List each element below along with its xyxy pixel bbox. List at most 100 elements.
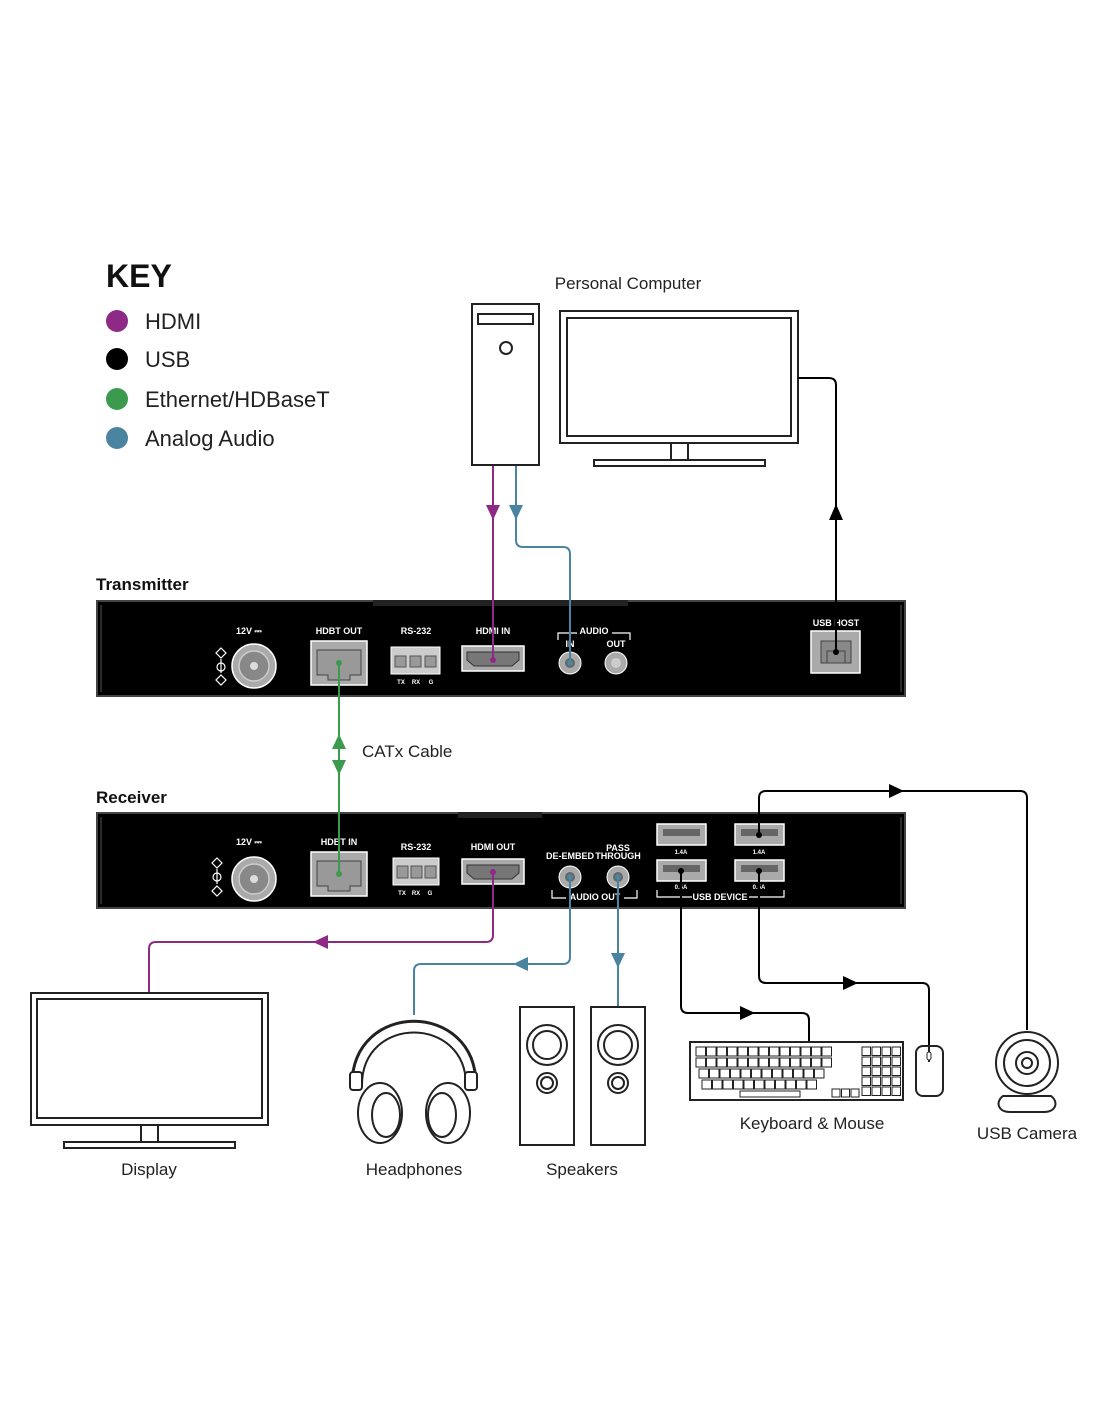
keyboard-numpad-key bbox=[871, 1076, 881, 1086]
keyboard-key bbox=[712, 1079, 723, 1090]
camera-icon bbox=[995, 1031, 1059, 1113]
keyboard-key bbox=[769, 1057, 780, 1068]
keyboard-numpad-key bbox=[861, 1056, 871, 1066]
keyboard-numpad-key bbox=[871, 1086, 881, 1096]
keyboard-key bbox=[814, 1068, 825, 1079]
keyboard-key bbox=[709, 1068, 720, 1079]
tx-rs232-pin-g: G bbox=[429, 680, 434, 686]
tx-rs232-pin-rx: RX bbox=[412, 680, 420, 686]
usb-camera: USB Camera bbox=[977, 1031, 1078, 1143]
personal-computer: Personal Computer bbox=[471, 274, 799, 467]
keyboard-numpad-key bbox=[861, 1066, 871, 1076]
keyboard-key bbox=[701, 1079, 712, 1090]
keyboard-key bbox=[821, 1057, 832, 1068]
keyboard-key bbox=[698, 1068, 709, 1079]
rx-rs232-port: RS-232 TX RX G bbox=[392, 842, 440, 897]
keyboard-arrow-key bbox=[841, 1088, 850, 1098]
keyboard-numpad-key bbox=[891, 1046, 901, 1056]
rx-pass-label: PASS bbox=[606, 843, 630, 853]
keyboard-key bbox=[719, 1068, 730, 1079]
tx-audio-label: AUDIO bbox=[580, 626, 609, 636]
rx-usb-a1-label: 1.4A bbox=[675, 850, 688, 856]
legend-item-hdmi: HDMI bbox=[106, 309, 201, 334]
display: Display bbox=[30, 992, 269, 1179]
keyboard-key bbox=[695, 1046, 706, 1057]
speakers-label: Speakers bbox=[546, 1160, 618, 1179]
keyboard-key bbox=[811, 1046, 822, 1057]
legend: KEY HDMI USB Ethernet/HDBaseT Analog Aud… bbox=[106, 258, 330, 451]
keyboard-numpad-key bbox=[861, 1076, 871, 1086]
keyboard-arrow-key bbox=[831, 1088, 841, 1098]
keyboard-numpad-key bbox=[871, 1066, 881, 1076]
keyboard-key bbox=[790, 1057, 801, 1068]
usb-camera-label: USB Camera bbox=[977, 1124, 1078, 1143]
keyboard-key bbox=[811, 1057, 822, 1068]
legend-label-ethernet: Ethernet/HDBaseT bbox=[145, 387, 330, 412]
keyboard-key bbox=[764, 1079, 775, 1090]
audio-cable-pc-to-tx bbox=[509, 466, 573, 666]
keyboard-numpad-key bbox=[881, 1076, 891, 1086]
tx-rs232-pin-tx: TX bbox=[397, 680, 405, 686]
legend-swatch-ethernet bbox=[106, 388, 128, 410]
catx-cable: CATx Cable bbox=[332, 660, 452, 877]
keyboard-key bbox=[706, 1057, 717, 1068]
keyboard-numpad-key bbox=[881, 1056, 891, 1066]
keyboard-mouse: Keyboard & Mouse bbox=[689, 1041, 944, 1133]
legend-item-usb: USB bbox=[106, 347, 190, 372]
keyboard-numpad-key bbox=[891, 1056, 901, 1066]
legend-label-usb: USB bbox=[145, 347, 190, 372]
keyboard-key bbox=[775, 1079, 786, 1090]
hdmi-cable-rx-to-display bbox=[148, 869, 496, 992]
usb-cable-rx-to-camera bbox=[756, 784, 1028, 1030]
keyboard-spacebar bbox=[739, 1090, 801, 1098]
audio-cable-rx-to-headphones bbox=[413, 874, 573, 1015]
keyboard-key bbox=[737, 1046, 748, 1057]
headphones: Headphones bbox=[349, 1019, 478, 1179]
keyboard-key bbox=[793, 1068, 804, 1079]
tx-power-label: 12V ⎓ bbox=[236, 626, 263, 636]
legend-swatch-hdmi bbox=[106, 310, 128, 332]
legend-title: KEY bbox=[106, 258, 172, 294]
legend-item-ethernet: Ethernet/HDBaseT bbox=[106, 387, 330, 412]
keyboard-key bbox=[758, 1046, 769, 1057]
hdmi-cable-pc-to-tx bbox=[486, 466, 500, 663]
rx-power-port: 12V ⎓ bbox=[211, 837, 277, 902]
keyboard-key bbox=[748, 1046, 759, 1057]
mouse-icon bbox=[915, 1045, 944, 1097]
rx-hdmi-out-label: HDMI OUT bbox=[471, 842, 516, 852]
catx-cable-label: CATx Cable bbox=[362, 742, 452, 761]
rx-audio-out-label: AUDIO OUT bbox=[570, 892, 621, 902]
tx-power-port: 12V ⎓ bbox=[215, 626, 277, 689]
tx-audio-ports: AUDIO IN OUT bbox=[557, 626, 631, 675]
rx-rs232-pin-tx: TX bbox=[398, 891, 406, 897]
rx-power-label: 12V ⎓ bbox=[236, 837, 263, 847]
display-icon bbox=[30, 992, 269, 1149]
display-label: Display bbox=[121, 1160, 177, 1179]
keyboard-key bbox=[751, 1068, 762, 1079]
rx-rs232-pin-g: G bbox=[428, 891, 433, 897]
keyboard-key bbox=[706, 1046, 717, 1057]
keyboard-key bbox=[782, 1068, 793, 1079]
rx-de-embed-label: DE-EMBED bbox=[546, 851, 595, 861]
keyboard-numpad-key bbox=[891, 1086, 901, 1096]
usb-cable-tx-to-pc bbox=[798, 377, 843, 655]
rx-rs232-pin-rx: RX bbox=[412, 891, 420, 897]
keyboard-mouse-label: Keyboard & Mouse bbox=[740, 1114, 885, 1133]
keyboard-key bbox=[733, 1079, 744, 1090]
headphones-icon bbox=[349, 1019, 478, 1144]
keyboard-numpad-key bbox=[871, 1056, 881, 1066]
legend-swatch-audio bbox=[106, 427, 128, 449]
keyboard-arrow-key bbox=[850, 1088, 860, 1098]
keyboard-key bbox=[754, 1079, 765, 1090]
keyboard-key bbox=[785, 1079, 796, 1090]
keyboard-key bbox=[796, 1079, 807, 1090]
legend-label-audio: Analog Audio bbox=[145, 426, 275, 451]
personal-computer-label: Personal Computer bbox=[555, 274, 702, 293]
keyboard-key bbox=[779, 1057, 790, 1068]
legend-label-hdmi: HDMI bbox=[145, 309, 201, 334]
legend-swatch-usb bbox=[106, 348, 128, 370]
keyboard-key bbox=[737, 1057, 748, 1068]
rx-through-label: THROUGH bbox=[595, 851, 641, 861]
usb-cable-rx-to-mouse bbox=[756, 868, 930, 1046]
keyboard-key bbox=[727, 1057, 738, 1068]
